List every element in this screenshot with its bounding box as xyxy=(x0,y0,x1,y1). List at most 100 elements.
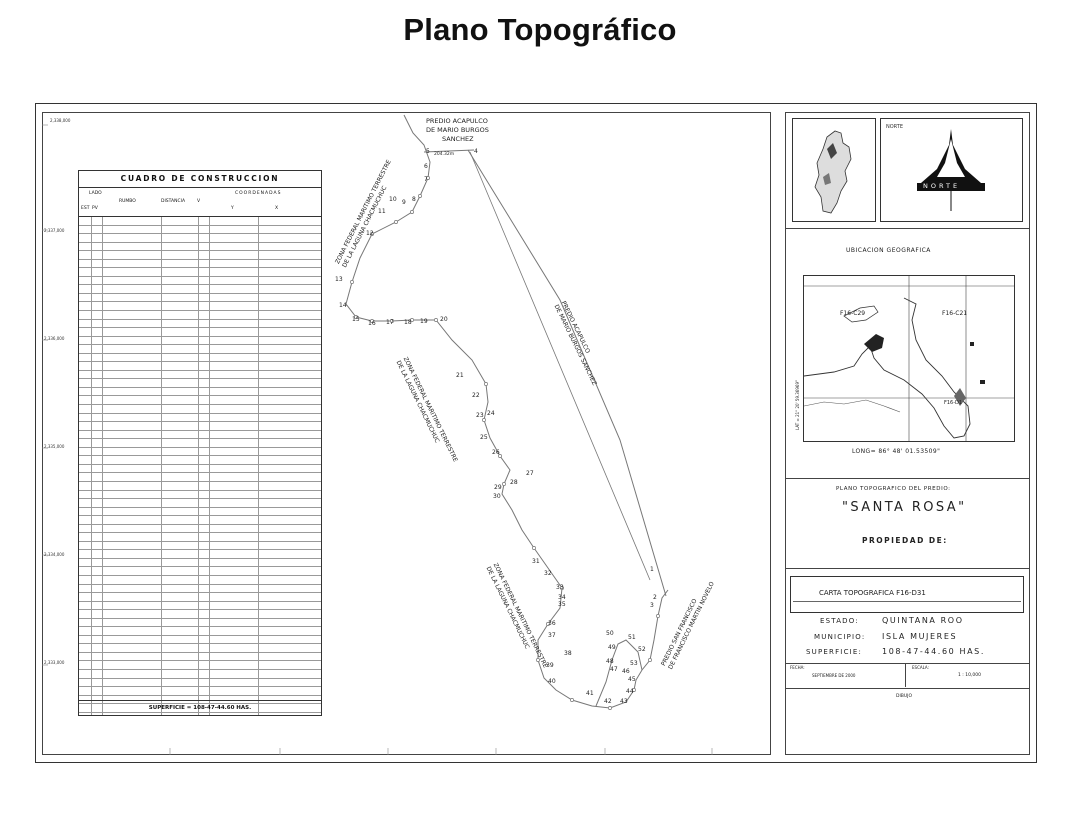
table-cell xyxy=(210,499,259,507)
table-cell xyxy=(199,533,210,541)
table-cell xyxy=(162,353,199,362)
table-cell xyxy=(199,293,210,302)
table-cell xyxy=(259,268,299,276)
drawing-sheet xyxy=(35,103,1037,763)
parcel-east-boundary xyxy=(467,149,667,597)
table-cell xyxy=(103,225,162,234)
table-row xyxy=(79,370,321,380)
table-row xyxy=(79,550,321,559)
table-cell xyxy=(79,234,92,242)
table-cell xyxy=(162,678,199,687)
vertex-label: 10 xyxy=(389,196,397,203)
panel-divider xyxy=(785,478,1030,479)
table-cell xyxy=(92,413,103,422)
table-cell xyxy=(259,302,299,310)
table-row xyxy=(79,387,321,397)
table-row xyxy=(79,430,321,440)
table-cell xyxy=(103,541,162,550)
grid-label-right: F16-C21 xyxy=(942,310,968,317)
table-cell xyxy=(103,456,162,464)
table-cell xyxy=(103,251,162,259)
table-cell xyxy=(79,593,92,601)
table-cell xyxy=(79,242,92,251)
table-row xyxy=(79,584,321,594)
table-cell xyxy=(162,336,199,345)
table-row xyxy=(79,567,321,576)
table-cell xyxy=(259,610,299,618)
table-cell xyxy=(79,516,92,524)
table-row xyxy=(79,396,321,406)
table-cell xyxy=(259,525,299,533)
table-cell xyxy=(210,712,259,715)
table-cell xyxy=(210,464,259,473)
vertex-label: 29 xyxy=(494,484,502,491)
table-cell xyxy=(92,251,103,259)
table-cell xyxy=(162,311,199,319)
table-cell xyxy=(199,302,210,311)
table-cell xyxy=(199,584,210,593)
vertex-label: 1 xyxy=(650,566,654,573)
table-row xyxy=(79,447,321,457)
table-cell xyxy=(103,687,162,695)
table-cell xyxy=(210,276,259,285)
table-cell xyxy=(199,558,210,567)
ubicacion-title: UBICACION GEOGRAFICA xyxy=(846,247,931,254)
table-cell xyxy=(162,328,199,336)
table-cell xyxy=(162,379,199,387)
table-cell xyxy=(92,516,103,524)
table-cell xyxy=(199,575,210,584)
table-cell xyxy=(210,687,259,695)
table-cell xyxy=(199,396,210,405)
table-row xyxy=(79,593,321,602)
table-cell xyxy=(199,456,210,464)
frame-coord-label: 2,337,000 xyxy=(44,228,65,233)
table-cell xyxy=(92,584,103,593)
table-cell xyxy=(79,413,92,422)
table-cell xyxy=(103,422,162,430)
vertex-label: 41 xyxy=(586,690,594,697)
table-cell xyxy=(162,217,199,225)
lat-label: LAT = 21° 20' 59.36969" xyxy=(795,380,800,430)
table-cell xyxy=(92,669,103,678)
vertex-label: 28 xyxy=(510,479,518,486)
table-cell xyxy=(210,695,259,704)
vertex-label: 7 xyxy=(424,176,428,183)
table-cell xyxy=(92,430,103,439)
table-cell xyxy=(162,259,199,268)
table-cell xyxy=(162,405,199,413)
table-row xyxy=(79,644,321,653)
table-cell xyxy=(162,704,199,712)
construction-table-title: CUADRO DE CONSTRUCCION xyxy=(79,171,321,188)
table-row xyxy=(79,293,321,303)
table-cell xyxy=(79,575,92,584)
vertex-label: 20 xyxy=(440,316,448,323)
table-cell xyxy=(259,320,299,328)
table-cell xyxy=(79,276,92,285)
table-cell xyxy=(92,575,103,584)
table-cell xyxy=(210,242,259,251)
table-cell xyxy=(92,268,103,276)
table-cell xyxy=(103,712,162,715)
table-cell xyxy=(162,285,199,293)
table-cell xyxy=(103,652,162,661)
table-cell xyxy=(199,481,210,490)
table-row xyxy=(79,481,321,491)
table-cell xyxy=(79,439,92,447)
page-title: Plano Topográfico xyxy=(403,12,677,47)
table-cell xyxy=(259,251,299,259)
table-cell xyxy=(210,251,259,259)
table-cell xyxy=(92,276,103,285)
table-cell xyxy=(199,695,210,704)
table-cell xyxy=(103,396,162,405)
table-row xyxy=(79,405,321,414)
table-cell xyxy=(103,627,162,635)
table-cell xyxy=(259,661,299,669)
col-rumbo: RUMBO xyxy=(119,199,136,204)
table-cell xyxy=(259,653,299,661)
table-cell xyxy=(79,644,92,652)
table-cell xyxy=(162,430,199,439)
table-cell xyxy=(103,464,162,473)
table-cell xyxy=(79,396,92,405)
table-cell xyxy=(92,319,103,328)
panel-divider xyxy=(785,688,1030,689)
